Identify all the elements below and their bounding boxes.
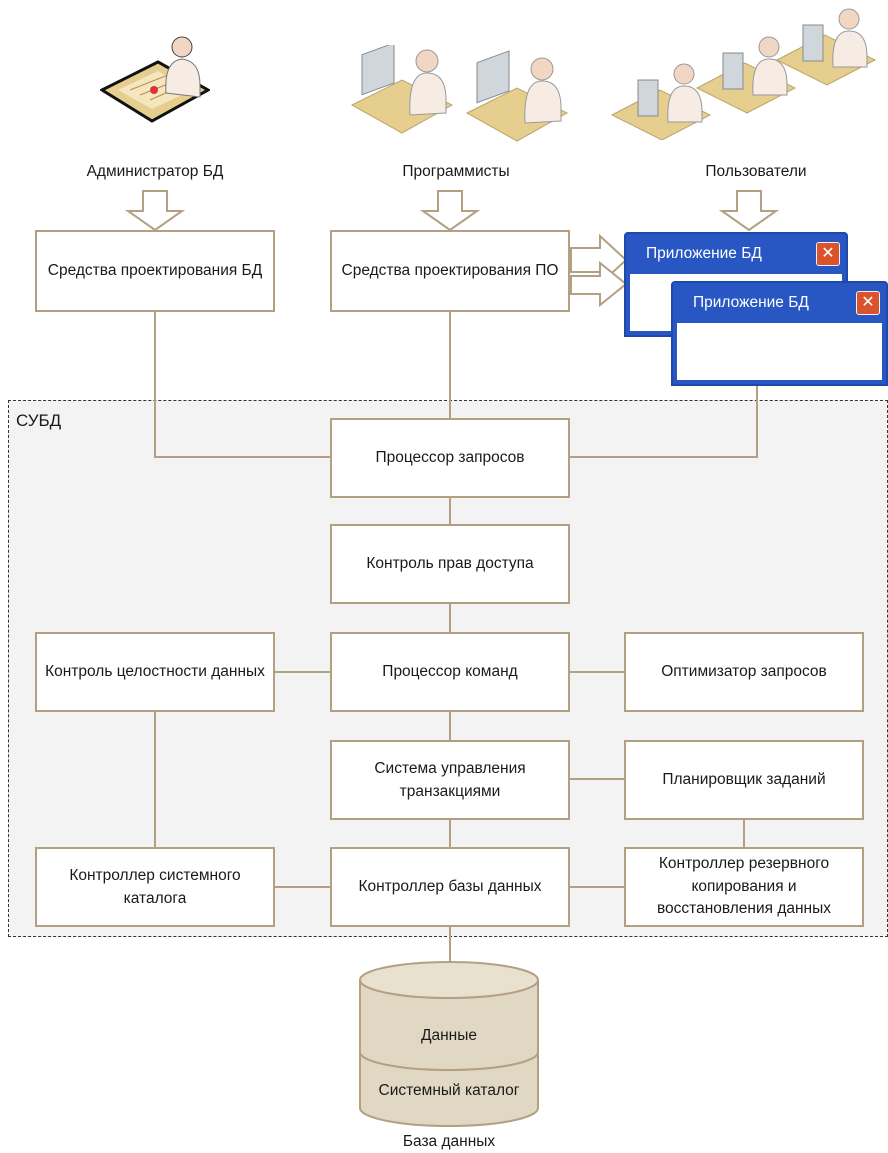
app-window-1-titlebar[interactable]: Приложение БД [626,234,846,274]
db-label: База данных [402,1133,496,1150]
admin-label: Администратор БД [86,163,224,180]
integrity-control-label: Контроль целостности данных [45,663,265,681]
db-controller-label: Контроллер базы данных [358,878,542,896]
command-processor-box: Процессор команд [330,632,570,712]
users-label: Пользователи [705,163,807,180]
programmers-icon [350,45,569,142]
integrity-control-box: Контроль целостности данных [35,632,275,712]
arrow-right-app-2 [570,260,628,308]
db-system-catalog-label: Системный каталог [378,1082,520,1099]
backup-controller-box: Контроллер резервного копирования и восс… [624,847,864,927]
programmers-label: Программисты [402,163,510,180]
access-control-label: Контроль прав доступа [366,555,534,573]
db-design-tools-box: Средства проектирования БД [35,230,275,312]
backup-controller-label: Контроллер резервного копирования и восс… [656,855,832,918]
catalog-controller-label: Контроллер системного каталога [69,866,241,907]
transaction-mgmt-box: Система управления транзакциями [330,740,570,820]
database-cylinder [359,961,539,1127]
db-data-label: Данные [421,1027,477,1044]
command-processor-label: Процессор команд [382,663,518,681]
job-scheduler-label: Планировщик заданий [662,771,826,789]
app-window-1-title: Приложение БД [646,245,762,262]
arrow-down-programmers [419,190,481,232]
admin-icon [100,36,210,123]
connector-admin-tools-to-qp [154,312,330,458]
arrow-down-admin [124,190,186,232]
close-icon[interactable]: ✕ [856,291,880,315]
query-optimizer-label: Оптимизатор запросов [661,663,827,681]
query-processor-label: Процессор запросов [375,449,525,467]
transaction-mgmt-label: Система управления транзакциями [374,759,526,800]
query-optimizer-box: Оптимизатор запросов [624,632,864,712]
app-window-2-title: Приложение БД [693,294,809,311]
close-icon[interactable]: ✕ [816,242,840,266]
access-control-box: Контроль прав доступа [330,524,570,604]
arrow-down-users [718,190,780,232]
app-window-2-titlebar[interactable]: Приложение БД [673,283,886,323]
sw-design-tools-box: Средства проектирования ПО [330,230,570,312]
catalog-controller-box: Контроллер системного каталога [35,847,275,927]
app-window-2-content [677,323,882,380]
dbms-label: СУБД [16,411,62,430]
sw-design-tools-label: Средства проектирования ПО [341,262,559,280]
db-controller-box: Контроллер базы данных [330,847,570,927]
app-window-2[interactable]: Приложение БД ✕ [671,281,888,386]
job-scheduler-box: Планировщик заданий [624,740,864,820]
connector-apps-to-qp [570,386,758,458]
users-icon [610,8,877,140]
db-design-tools-label: Средства проектирования БД [47,262,263,280]
query-processor-box: Процессор запросов [330,418,570,498]
